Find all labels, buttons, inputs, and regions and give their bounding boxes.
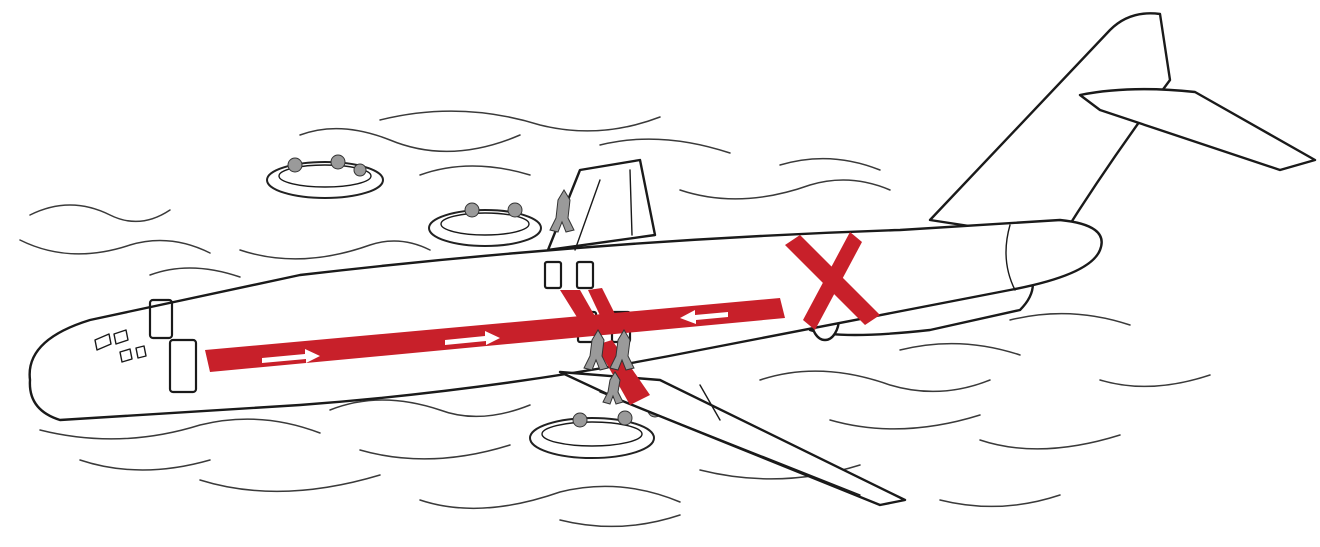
tail-fin [930,13,1315,240]
liferaft-lower [530,403,662,458]
liferaft-upper-left [267,155,383,198]
liferaft-upper-center [429,203,541,246]
